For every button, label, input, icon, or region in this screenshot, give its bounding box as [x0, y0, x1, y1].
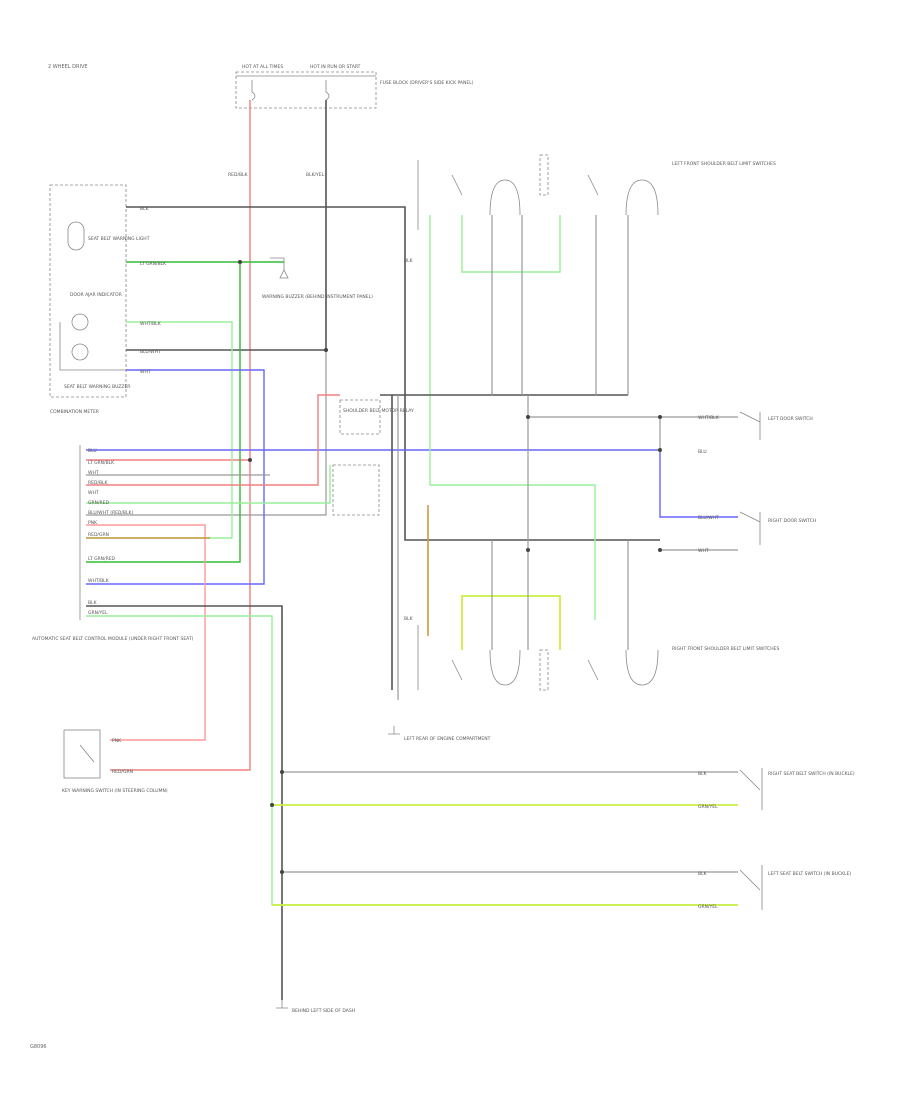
wire-grn-yel-lower [86, 615, 738, 906]
label-wht-door: WHT [698, 548, 709, 554]
door-ajar-lamp-icon [71, 313, 89, 331]
module-pin-lt-grn-red: LT GRN/RED [88, 556, 116, 562]
wire-pin-6 [86, 465, 331, 504]
module-pin-red-blk: RED/BLK [88, 480, 109, 486]
label-wht-blk: WHT/BLK [140, 321, 162, 327]
seat-belt-buzzer-label: SEAT BELT WARNING BUZZER [64, 384, 130, 390]
header-title: 2 WHEEL DRIVE [48, 64, 88, 70]
module-pin-blu-wht: BLU/WHT (RED/BLK) [88, 510, 133, 516]
seat-belt-warn-label: SEAT BELT WARNING LIGHT [88, 236, 150, 242]
wire-grn-loop-top [461, 215, 561, 273]
hot-in-run-label: HOT IN RUN OR START [310, 64, 361, 70]
buzzer-box-label: WARNING BUZZER (BEHIND INSTRUMENT PANEL) [262, 294, 373, 300]
label-red-blk: RED/BLK [228, 172, 249, 178]
label-blu-door: BLU [698, 449, 707, 455]
wire-blk-ground [86, 605, 283, 1000]
key-warning-switch: KEY WARNING SWITCH (IN STEERING COLUMN) … [62, 729, 168, 794]
label-wht: WHT [140, 369, 151, 375]
svg-text:RIGHT SEAT BELT SWITCH (IN BUC: RIGHT SEAT BELT SWITCH (IN BUCKLE) [768, 771, 855, 777]
ground-g1: LEFT REAR OF ENGINE COMPARTMENT [388, 726, 491, 742]
ground-g2: BEHIND LEFT SIDE OF DASH [276, 1000, 355, 1014]
label-blk-yel: BLK/YEL [306, 172, 325, 178]
fuse-box: HOT AT ALL TIMES HOT IN RUN OR START FUS… [235, 64, 474, 109]
wire-red-grn-label: RED/GRN [112, 769, 133, 775]
buzzer-icon [270, 257, 289, 279]
wire-blk-main [126, 206, 660, 541]
combination-meter-label: COMBINATION METER [50, 409, 99, 415]
svg-text:BEHIND LEFT SIDE OF DASH: BEHIND LEFT SIDE OF DASH [292, 1008, 355, 1014]
label-blu-wht: BLU/WHT [140, 349, 161, 355]
module-label: AUTOMATIC SEAT BELT CONTROL MODULE (UNDE… [32, 636, 194, 642]
lh-limit-switch-cluster [417, 154, 659, 230]
footer-code: G8096 [30, 1044, 47, 1050]
label-blu-wht-door: BLU/WHT [698, 515, 719, 521]
door-ajar-label: DOOR AJAR INDICATOR [70, 292, 122, 298]
wire-red-key [110, 460, 251, 771]
module-pin-list: BLU LT GRN/BLK WHT RED/BLK WHT GRN/RED B… [79, 445, 133, 620]
rh-door-switch: RIGHT DOOR SWITCH [739, 511, 816, 545]
wire-wht-blk-door [527, 395, 738, 418]
svg-text:LEFT DOOR SWITCH: LEFT DOOR SWITCH [768, 416, 813, 422]
module-pin-wht-blk: WHT/BLK [88, 578, 110, 584]
relay-block: SHOULDER BELT MOTOR RELAY [332, 399, 414, 516]
wire-lt-grn-red [429, 215, 596, 620]
key-switch-label: KEY WARNING SWITCH (IN STEERING COLUMN) [62, 788, 168, 794]
svg-text:RIGHT DOOR SWITCH: RIGHT DOOR SWITCH [768, 518, 816, 524]
combination-meter: SEAT BELT WARNING LIGHT DOOR AJAR INDICA… [49, 184, 150, 415]
module-pin-lt-grn-blk: LT GRN/BLK [88, 460, 115, 466]
label-blk-top: BLK [404, 258, 414, 264]
wire-blu-meter [86, 369, 265, 585]
wire-blk-yel-mod [86, 350, 327, 516]
lh-door-switch: LEFT DOOR SWITCH [739, 411, 813, 440]
wire-pnk-label: PNK [112, 738, 122, 744]
module-pin-pnk: PNK [88, 520, 98, 526]
wire-red-feed [86, 100, 251, 461]
label-blk-rh: BLK [698, 771, 708, 777]
wire-pin-4 [86, 394, 340, 486]
label-blk: BLK [140, 206, 150, 212]
wire-blu-door [86, 449, 738, 518]
svg-text:LEFT SEAT BELT SWITCH (IN BUCK: LEFT SEAT BELT SWITCH (IN BUCKLE) [768, 871, 851, 877]
rh-door-lock-label: RIGHT FRONT SHOULDER BELT LIMIT SWITCHES [672, 646, 779, 652]
label-blk-lh: BLK [698, 871, 708, 877]
module-pin-blk: BLK [88, 600, 98, 606]
rh-seat-belt-switch: RIGHT SEAT BELT SWITCH (IN BUCKLE) [739, 768, 855, 810]
wire-grn-loop-bot [461, 595, 561, 650]
label-grn-yel-lh: GRN/YEL [698, 904, 718, 910]
wire-lt-grn-blk-mod [86, 262, 241, 563]
label-wht-blk-door: WHT/BLK [698, 415, 720, 421]
module-pin-blu: BLU [88, 448, 97, 454]
wire-pnk [86, 524, 206, 741]
label-grn-yel-rh: GRN/YEL [698, 804, 718, 810]
module-pin-grn-yel: GRN/YEL [88, 610, 108, 616]
buzzer-lamp-icon [71, 343, 89, 361]
svg-text:LEFT REAR OF ENGINE COMPARTMEN: LEFT REAR OF ENGINE COMPARTMENT [404, 736, 491, 742]
fuse-box-label: FUSE BLOCK (DRIVER'S SIDE KICK PANEL) [380, 80, 474, 86]
lh-seat-belt-switch: LEFT SEAT BELT SWITCH (IN BUCKLE) [739, 865, 851, 910]
rh-limit-switch-cluster [417, 625, 659, 691]
label-lt-grn-blk: LT GRN/BLK [140, 261, 167, 267]
hot-at-all-times-label: HOT AT ALL TIMES [242, 64, 283, 70]
relay-label: SHOULDER BELT MOTOR RELAY [343, 408, 414, 414]
module-pin-grn-red: GRN/RED [88, 500, 109, 506]
module-pin-red-grn: RED/GRN [88, 532, 109, 538]
seat-belt-warn-lamp-icon [67, 221, 85, 251]
label-blk-bot: BLK [404, 616, 414, 622]
module-pin-wht-2: WHT [88, 490, 99, 496]
wire-blk-yel [126, 100, 327, 351]
module-pin-wht: WHT [88, 470, 99, 476]
lh-door-lock-label: LEFT FRONT SHOULDER BELT LIMIT SWITCHES [672, 161, 776, 167]
